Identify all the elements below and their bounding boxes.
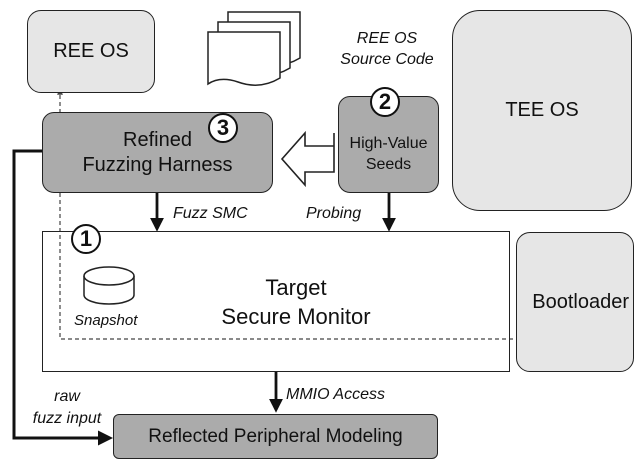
harness-label-line1: Refined bbox=[123, 128, 192, 151]
ree-os-box: REE OS bbox=[27, 10, 155, 93]
bootloader-box: Bootloader bbox=[516, 232, 634, 372]
snapshot-cylinder-icon bbox=[83, 266, 135, 305]
source-code-document-icon bbox=[207, 11, 301, 86]
bootloader-label: Bootloader bbox=[532, 290, 629, 313]
raw-fuzz-input-arrow bbox=[12, 149, 113, 446]
fuzz-smc-label: Fuzz SMC bbox=[173, 205, 248, 222]
step-3-badge: 3 bbox=[208, 113, 238, 143]
ree-os-label: REE OS bbox=[53, 40, 129, 62]
harness-label-line2: Fuzzing Harness bbox=[82, 153, 233, 176]
target-secure-monitor-box: Target Secure Monitor bbox=[42, 231, 510, 372]
probing-label: Probing bbox=[306, 205, 362, 222]
source-code-label-line1: REE OS bbox=[356, 30, 418, 47]
raw-label-line2: fuzz input bbox=[32, 410, 102, 427]
step-2-badge: 2 bbox=[370, 87, 400, 117]
snapshot-label: Snapshot bbox=[74, 312, 138, 329]
source-code-label-line2: Source Code bbox=[340, 51, 434, 68]
tee-os-label: TEE OS bbox=[505, 99, 579, 121]
target-label-line1: Target bbox=[265, 274, 327, 300]
tee-os-box: TEE OS bbox=[452, 10, 632, 211]
seeds-label-line1: High-Value bbox=[349, 134, 428, 152]
step-1-badge: 1 bbox=[71, 224, 101, 254]
target-label-line2: Secure Monitor bbox=[221, 303, 371, 329]
raw-fuzz-input-label: raw fuzz input bbox=[22, 386, 112, 430]
raw-label-line1: raw bbox=[54, 388, 80, 405]
mmio-access-label: MMIO Access bbox=[286, 386, 385, 403]
seeds-to-harness-arrow bbox=[280, 130, 335, 188]
peripheral-label: Reflected Peripheral Modeling bbox=[148, 425, 403, 447]
source-code-label: REE OS Source Code bbox=[322, 28, 452, 70]
seeds-label-line2: Seeds bbox=[365, 155, 412, 173]
reflected-peripheral-modeling-box: Reflected Peripheral Modeling bbox=[113, 414, 438, 459]
refined-fuzzing-harness-box: Refined Fuzzing Harness bbox=[42, 112, 273, 193]
